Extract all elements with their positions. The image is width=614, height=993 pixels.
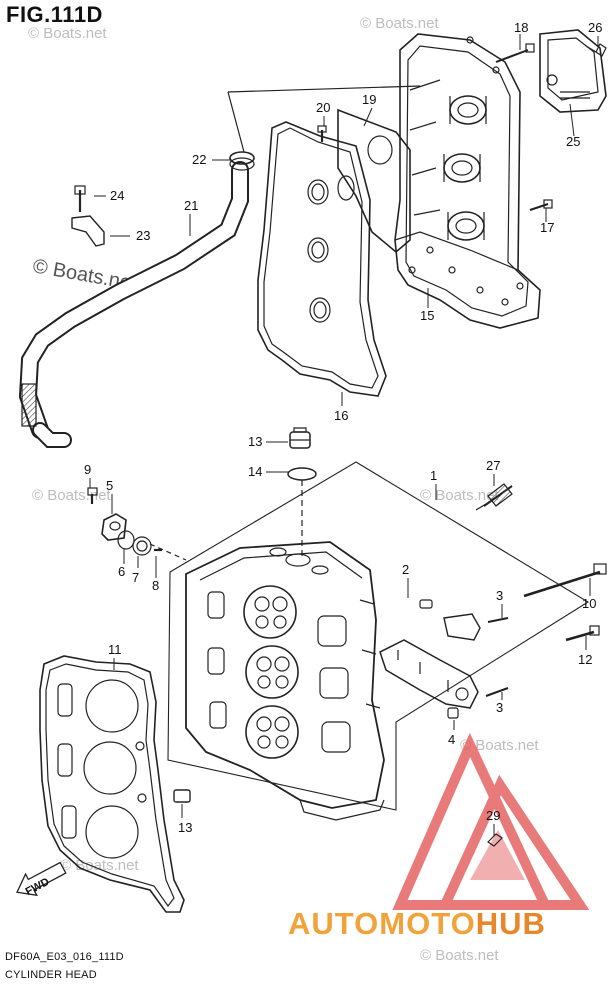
watermark-text: © Boats.net — [28, 25, 107, 42]
callout-6: 6 — [118, 564, 125, 579]
watermark-text: © Boats.net — [420, 487, 499, 504]
watermark-layer: © Boats.net © Boats.net © Boats.net © Bo… — [28, 15, 539, 964]
fwd-arrow-icon — [16, 861, 67, 897]
watermark-text: © Boats.net — [460, 737, 539, 754]
callout-14: 13 — [248, 434, 262, 449]
callout-leaders — [89, 34, 599, 836]
callout-15: 14 — [248, 464, 262, 479]
callout-8: 8 — [152, 578, 159, 593]
figure-title: FIG.111D — [6, 2, 103, 27]
cam-cover-group — [18, 29, 607, 448]
callout-23: 22 — [192, 152, 206, 167]
figure-model-code: DF60A_E03_016_111D — [5, 951, 124, 963]
callout-22: 21 — [184, 198, 198, 213]
figure-caption: CYLINDER HEAD — [5, 969, 97, 981]
watermark-text: © Boats.net — [360, 15, 439, 32]
brand-part-3: HUB — [475, 906, 546, 941]
callout-11: 11 — [108, 642, 122, 657]
callout-12: 12 — [578, 652, 592, 667]
callout-13: 13 — [178, 820, 192, 835]
brand-logo-mark — [392, 732, 590, 910]
callout-26: 25 — [566, 134, 580, 149]
watermark-text: © Boats.net — [420, 947, 499, 964]
callout-16: 15 — [420, 308, 434, 323]
callout-17: 16 — [334, 408, 348, 423]
callout-25: 24 — [110, 188, 124, 203]
callout-3-lower: 3 — [496, 700, 503, 715]
callout-1: 1 — [430, 468, 437, 483]
callout-29: 29 — [486, 808, 500, 823]
callout-21: 20 — [316, 100, 330, 115]
callout-10: 10 — [582, 596, 596, 611]
watermark-text: © Boats.net — [32, 487, 111, 504]
callout-labels: 26 18 19 20 22 24 21 23 25 17 15 16 13 1… — [84, 20, 602, 835]
callout-9: 9 — [84, 462, 91, 477]
brand-part-1: AUTO — [288, 906, 380, 941]
watermark-text: © Boats.net — [60, 857, 139, 874]
callout-5: 5 — [106, 478, 113, 493]
callout-7: 7 — [132, 570, 139, 585]
callout-19: 18 — [514, 20, 528, 35]
callout-24: 23 — [136, 228, 150, 243]
brand-part-2: MOTO — [379, 906, 476, 941]
callout-20: 19 — [362, 92, 376, 107]
callout-4: 4 — [448, 732, 455, 747]
cylinder-head-group — [16, 427, 607, 913]
brand-wordmark: AUTOMOTOHUB — [288, 906, 546, 942]
callout-27: 26 — [588, 20, 602, 35]
callout-28: 27 — [486, 458, 500, 473]
callout-18: 17 — [540, 220, 554, 235]
callout-2: 2 — [402, 562, 409, 577]
callout-3-upper: 3 — [496, 588, 503, 603]
